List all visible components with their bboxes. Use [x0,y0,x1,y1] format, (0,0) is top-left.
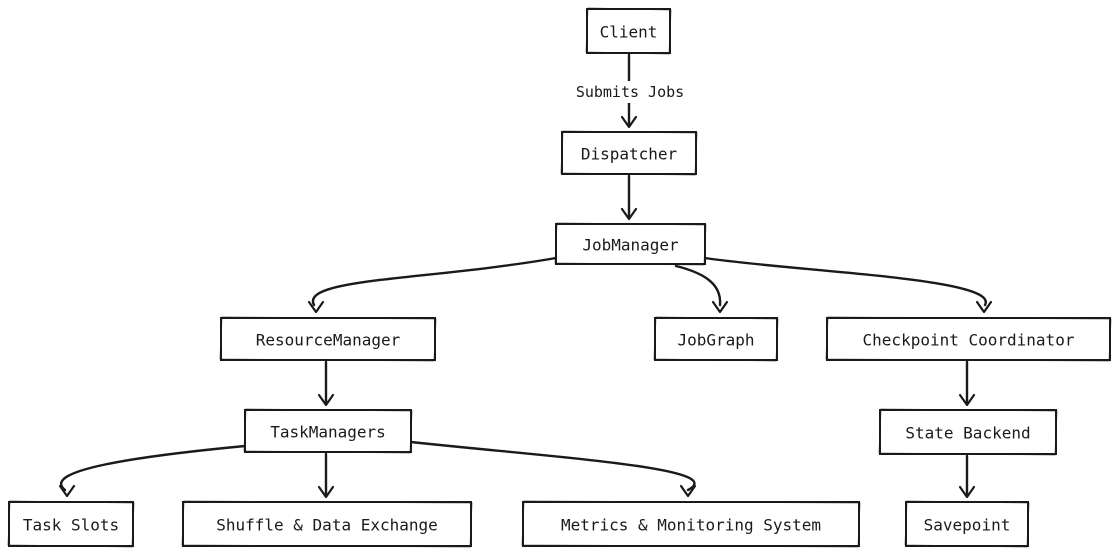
node-sketch-outline [243,408,413,454]
node-taskslots: Task Slots [7,500,135,548]
node-sketch-outline [653,316,779,362]
node-sketch-outline [585,7,672,55]
node-dispatcher: Dispatcher [560,130,698,176]
node-sketch-outline [521,500,861,548]
node-label: Savepoint [924,516,1011,535]
node-box [8,501,134,547]
node-sketch-outline [7,500,135,548]
edge-line [674,264,722,307]
node-resourcemanager: ResourceManager [219,316,437,362]
node-box [586,8,671,54]
node-label: Checkpoint Coordinator [863,331,1075,350]
node-sketch-outline [219,316,437,362]
node-jobmanager: JobManager [554,222,707,266]
node-label: Dispatcher [581,145,678,164]
edge-jobmanager-to-resourcemanager [307,256,558,314]
edge-taskmanagers-to-metrics [409,440,697,498]
arrowhead-icon [317,485,335,499]
arrowhead-icon [307,300,325,314]
node-sketch-outline [554,222,707,266]
node-label: Metrics & Monitoring System [561,516,821,535]
edge-line [311,256,558,307]
edge-taskmanagers-to-shuffle [317,452,335,499]
arrowhead-icon [620,115,638,129]
node-sketch-outline [878,408,1058,456]
node-jobgraph: JobGraph [653,316,779,362]
node-taskmanagers: TaskManagers [243,408,413,454]
edge-line [409,440,696,492]
arrowhead-icon [711,300,729,314]
node-label: State Backend [905,424,1030,443]
arrowhead-icon [958,393,976,407]
node-box [182,501,472,547]
node-box [244,409,412,453]
node-label: JobManager [582,236,679,255]
node-sketch-outline [560,130,698,176]
edge-line [60,444,247,492]
edge-label: Submits Jobs [576,83,684,101]
node-metrics: Metrics & Monitoring System [521,500,861,548]
node-label: TaskManagers [270,423,386,442]
edge-checkpoint-to-statebackend [958,360,976,407]
arrowhead-icon [620,207,638,221]
edge-jobmanager-to-jobgraph [674,264,729,314]
node-label: ResourceManager [256,331,401,350]
node-sketch-outline [904,500,1030,548]
node-savepoint: Savepoint [904,500,1030,548]
edge-line [703,256,987,307]
arrowhead-icon [958,485,976,499]
node-label: Task Slots [23,516,119,535]
node-label: Client [600,23,658,42]
edge-jobmanager-to-checkpoint [703,256,993,314]
edge-statebackend-to-savepoint [958,454,976,499]
node-sketch-outline [181,500,473,548]
arrowhead-icon [58,484,76,498]
node-label: Shuffle & Data Exchange [216,516,438,535]
arrowhead-icon [975,300,993,314]
edge-dispatcher-to-jobmanager [620,174,638,221]
node-sketch-outline [825,316,1112,362]
edge-resourcemanager-to-taskmanagers [317,360,335,407]
node-shuffle: Shuffle & Data Exchange [181,500,473,548]
edge-client-to-dispatcher: Submits Jobs [565,53,695,129]
edge-label-background [565,81,695,103]
node-client: Client [585,7,672,55]
node-checkpoint: Checkpoint Coordinator [825,316,1112,362]
node-label: JobGraph [677,331,754,350]
arrowhead-icon [679,484,697,498]
arrowhead-icon [317,393,335,407]
node-statebackend: State Backend [878,408,1058,456]
edge-taskmanagers-to-taskslots [58,444,247,498]
